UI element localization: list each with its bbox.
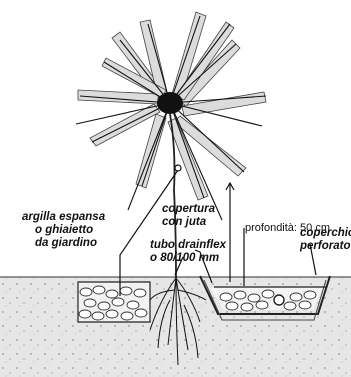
clay-label-line3: da giardino bbox=[35, 237, 97, 249]
label-pipe: tubo drainflex o 80/100 mm bbox=[150, 239, 227, 264]
lid-label-line1: coperchio bbox=[300, 227, 351, 239]
label-clay: argilla espansa o ghiaietto da giardino bbox=[22, 211, 106, 249]
lid-label-line2: perforato bbox=[299, 240, 350, 252]
pipe-label-line2: o 80/100 mm bbox=[150, 252, 219, 264]
pipe-label-line1: tubo drainflex bbox=[150, 239, 227, 251]
label-cover: copertura con juta bbox=[162, 203, 216, 228]
cover-label-line2: con juta bbox=[162, 216, 207, 228]
gravel-pit bbox=[78, 282, 150, 322]
drain-pipe bbox=[274, 295, 284, 305]
plant-crown bbox=[157, 92, 183, 114]
clay-label-line2: o ghiaietto bbox=[35, 224, 93, 236]
cover-label-line1: copertura bbox=[162, 203, 216, 215]
clay-label-line1: argilla espansa bbox=[22, 211, 106, 223]
label-lid: coperchio perforato bbox=[299, 227, 351, 252]
